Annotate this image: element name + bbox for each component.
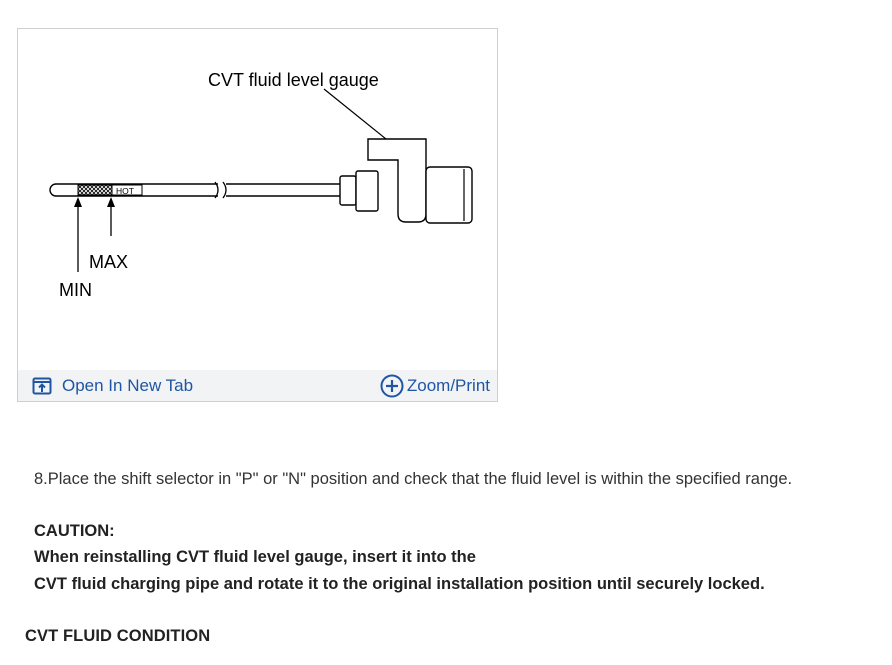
- open-in-new-tab-label: Open In New Tab: [62, 376, 194, 395]
- gauge-collar-2: [355, 170, 379, 212]
- cvt-gauge-diagram: CVT fluid level gauge HOT MAX MIN: [49, 70, 473, 300]
- hot-marker: [111, 184, 143, 196]
- caution-line-1: When reinstalling CVT fluid level gauge,…: [34, 548, 476, 566]
- figure-card: CVT fluid level gauge HOT MAX MIN: [17, 28, 498, 402]
- rod-break-right: [222, 181, 227, 199]
- section-heading: CVT FLUID CONDITION: [25, 627, 211, 645]
- min-arrow-head: [74, 197, 82, 207]
- zoom-print-label: Zoom/Print: [406, 376, 490, 395]
- gauge-seal: [425, 166, 473, 224]
- gauge-rod-left: [49, 183, 218, 197]
- plus-circle-icon: [380, 374, 404, 398]
- gauge-label: CVT fluid level gauge: [208, 70, 379, 90]
- caution-line-2: CVT fluid charging pipe and rotate it to…: [34, 575, 765, 593]
- gauge-leader-line: [323, 88, 387, 140]
- max-arrow-head: [107, 197, 115, 207]
- min-label: MIN: [59, 280, 92, 300]
- open-in-new-tab-link[interactable]: Open In New Tab: [32, 374, 193, 398]
- step-instruction: 8.Place the shift selector in "P" or "N"…: [34, 470, 793, 488]
- gauge-collar-1: [339, 175, 357, 206]
- max-label: MAX: [89, 252, 128, 272]
- zoom-print-link[interactable]: Zoom/Print: [380, 374, 490, 398]
- open-new-tab-icon: [32, 377, 52, 395]
- caution-title: CAUTION:: [34, 522, 115, 540]
- level-mesh-zone: [77, 184, 113, 196]
- figure-footer: Open In New Tab Zoom/Print: [18, 370, 497, 401]
- hot-label: HOT: [116, 186, 134, 196]
- rod-break-left: [214, 181, 219, 199]
